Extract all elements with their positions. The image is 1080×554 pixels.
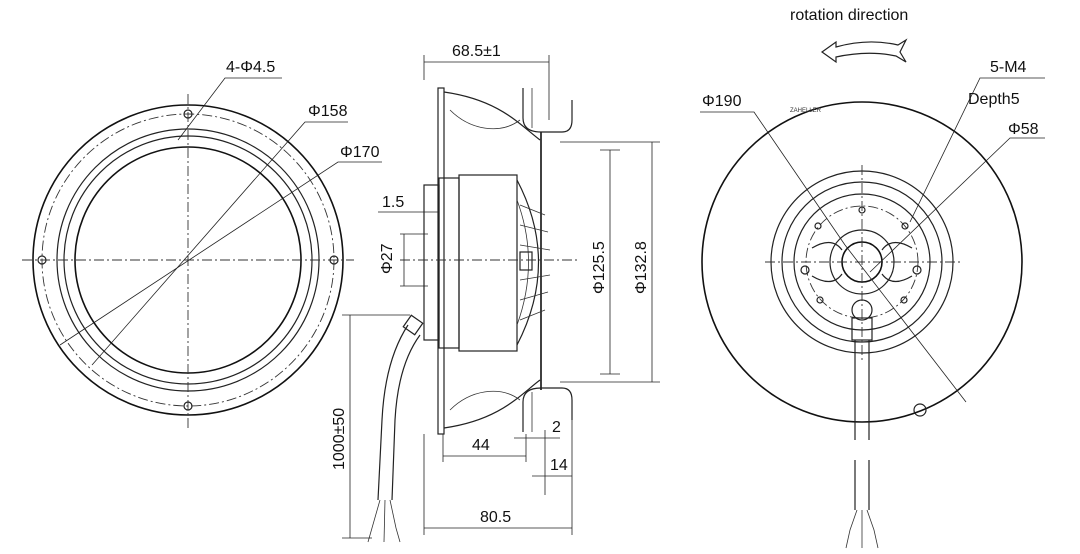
fin-5 xyxy=(519,291,549,301)
motor-ring xyxy=(438,177,460,349)
rear-label-plate: ZAHELLER xyxy=(790,108,822,114)
hub-dia-label: Φ58 xyxy=(1008,121,1039,138)
thread-hole-5 xyxy=(816,296,824,304)
balance-hole-right xyxy=(912,265,922,275)
thread-leader xyxy=(909,77,1045,223)
thread-hole-2 xyxy=(901,222,909,230)
shroud-top xyxy=(443,91,541,141)
fin-1 xyxy=(519,204,546,216)
outer-dia-label: Φ170 xyxy=(340,144,380,161)
shroud-bottom xyxy=(443,379,541,429)
grounding-mark-icon xyxy=(913,403,927,417)
impeller-diameter-line xyxy=(844,244,967,403)
cable-right-edge xyxy=(391,334,421,501)
inner-dia-label: Φ125.5 xyxy=(591,241,608,294)
depth-label: 68.5±1 xyxy=(452,43,501,60)
mount-hole-top xyxy=(183,109,193,119)
impeller-leader xyxy=(700,111,846,246)
offset-label: 44 xyxy=(472,437,490,454)
impeller-dia-label: Φ190 xyxy=(702,93,742,110)
hub-leader xyxy=(869,137,1045,273)
outer-leader xyxy=(59,161,382,346)
mount-hole-bottom xyxy=(183,401,193,411)
lip-label: 14 xyxy=(550,457,568,474)
motor-dome xyxy=(516,179,540,346)
cable-length-label: 1000±50 xyxy=(331,408,348,470)
motor-body xyxy=(458,174,518,352)
inlet-plate xyxy=(437,87,445,435)
blade-bottom-a xyxy=(449,390,521,411)
fin-4 xyxy=(519,274,551,281)
rotation-label: rotation direction xyxy=(790,7,908,24)
balance-hole-left xyxy=(800,265,810,275)
shaft-label: Φ27 xyxy=(379,243,396,274)
spoke-right-top xyxy=(881,241,913,251)
thread-hole-3 xyxy=(814,222,822,230)
wire-1 xyxy=(367,499,381,543)
spoke-left-bottom xyxy=(811,273,843,283)
wire-3 xyxy=(389,499,401,543)
gap-label: 2 xyxy=(552,419,561,436)
pcd-label: Φ158 xyxy=(308,103,348,120)
cable-gland xyxy=(402,314,424,336)
mount-hole-right xyxy=(329,255,339,265)
lip-top xyxy=(522,88,573,133)
thread-depth-label: Depth5 xyxy=(968,91,1020,108)
side-view: 68.5±1 1.5 Φ27 xyxy=(331,43,660,543)
outer-dia-label: Φ132.8 xyxy=(633,241,650,294)
fin-2 xyxy=(519,224,549,233)
lip-bottom xyxy=(522,387,573,432)
wire-2 xyxy=(383,499,386,543)
hole-leader xyxy=(177,77,282,141)
motor-flange xyxy=(423,184,440,341)
rear-view: rotation direction ZAHELLE xyxy=(700,7,1045,549)
motor-dome-inner xyxy=(516,199,529,326)
impeller-outer-circle xyxy=(701,101,1023,423)
rear-wire-1 xyxy=(845,509,858,549)
rotation-arrow-icon xyxy=(820,38,908,64)
blade-top-a xyxy=(449,109,521,130)
spoke-left-top xyxy=(811,241,843,251)
thread-label: 5-M4 xyxy=(990,59,1027,76)
total-label: 80.5 xyxy=(480,509,511,526)
motor-label-plate xyxy=(519,251,533,271)
pcd-leader xyxy=(91,121,348,366)
hole-label: 4-Φ4.5 xyxy=(226,59,275,76)
cable-left-edge xyxy=(377,324,409,501)
mount-hole-left xyxy=(37,255,47,265)
fin-6 xyxy=(519,309,546,321)
thread-hole-4 xyxy=(900,296,908,304)
spoke-right-bottom xyxy=(881,273,913,283)
rear-wire-3 xyxy=(866,509,879,549)
front-view: 4-Φ4.5 Φ158 Φ170 xyxy=(22,59,382,428)
fin-3 xyxy=(519,244,551,251)
flange-label: 1.5 xyxy=(382,194,404,211)
